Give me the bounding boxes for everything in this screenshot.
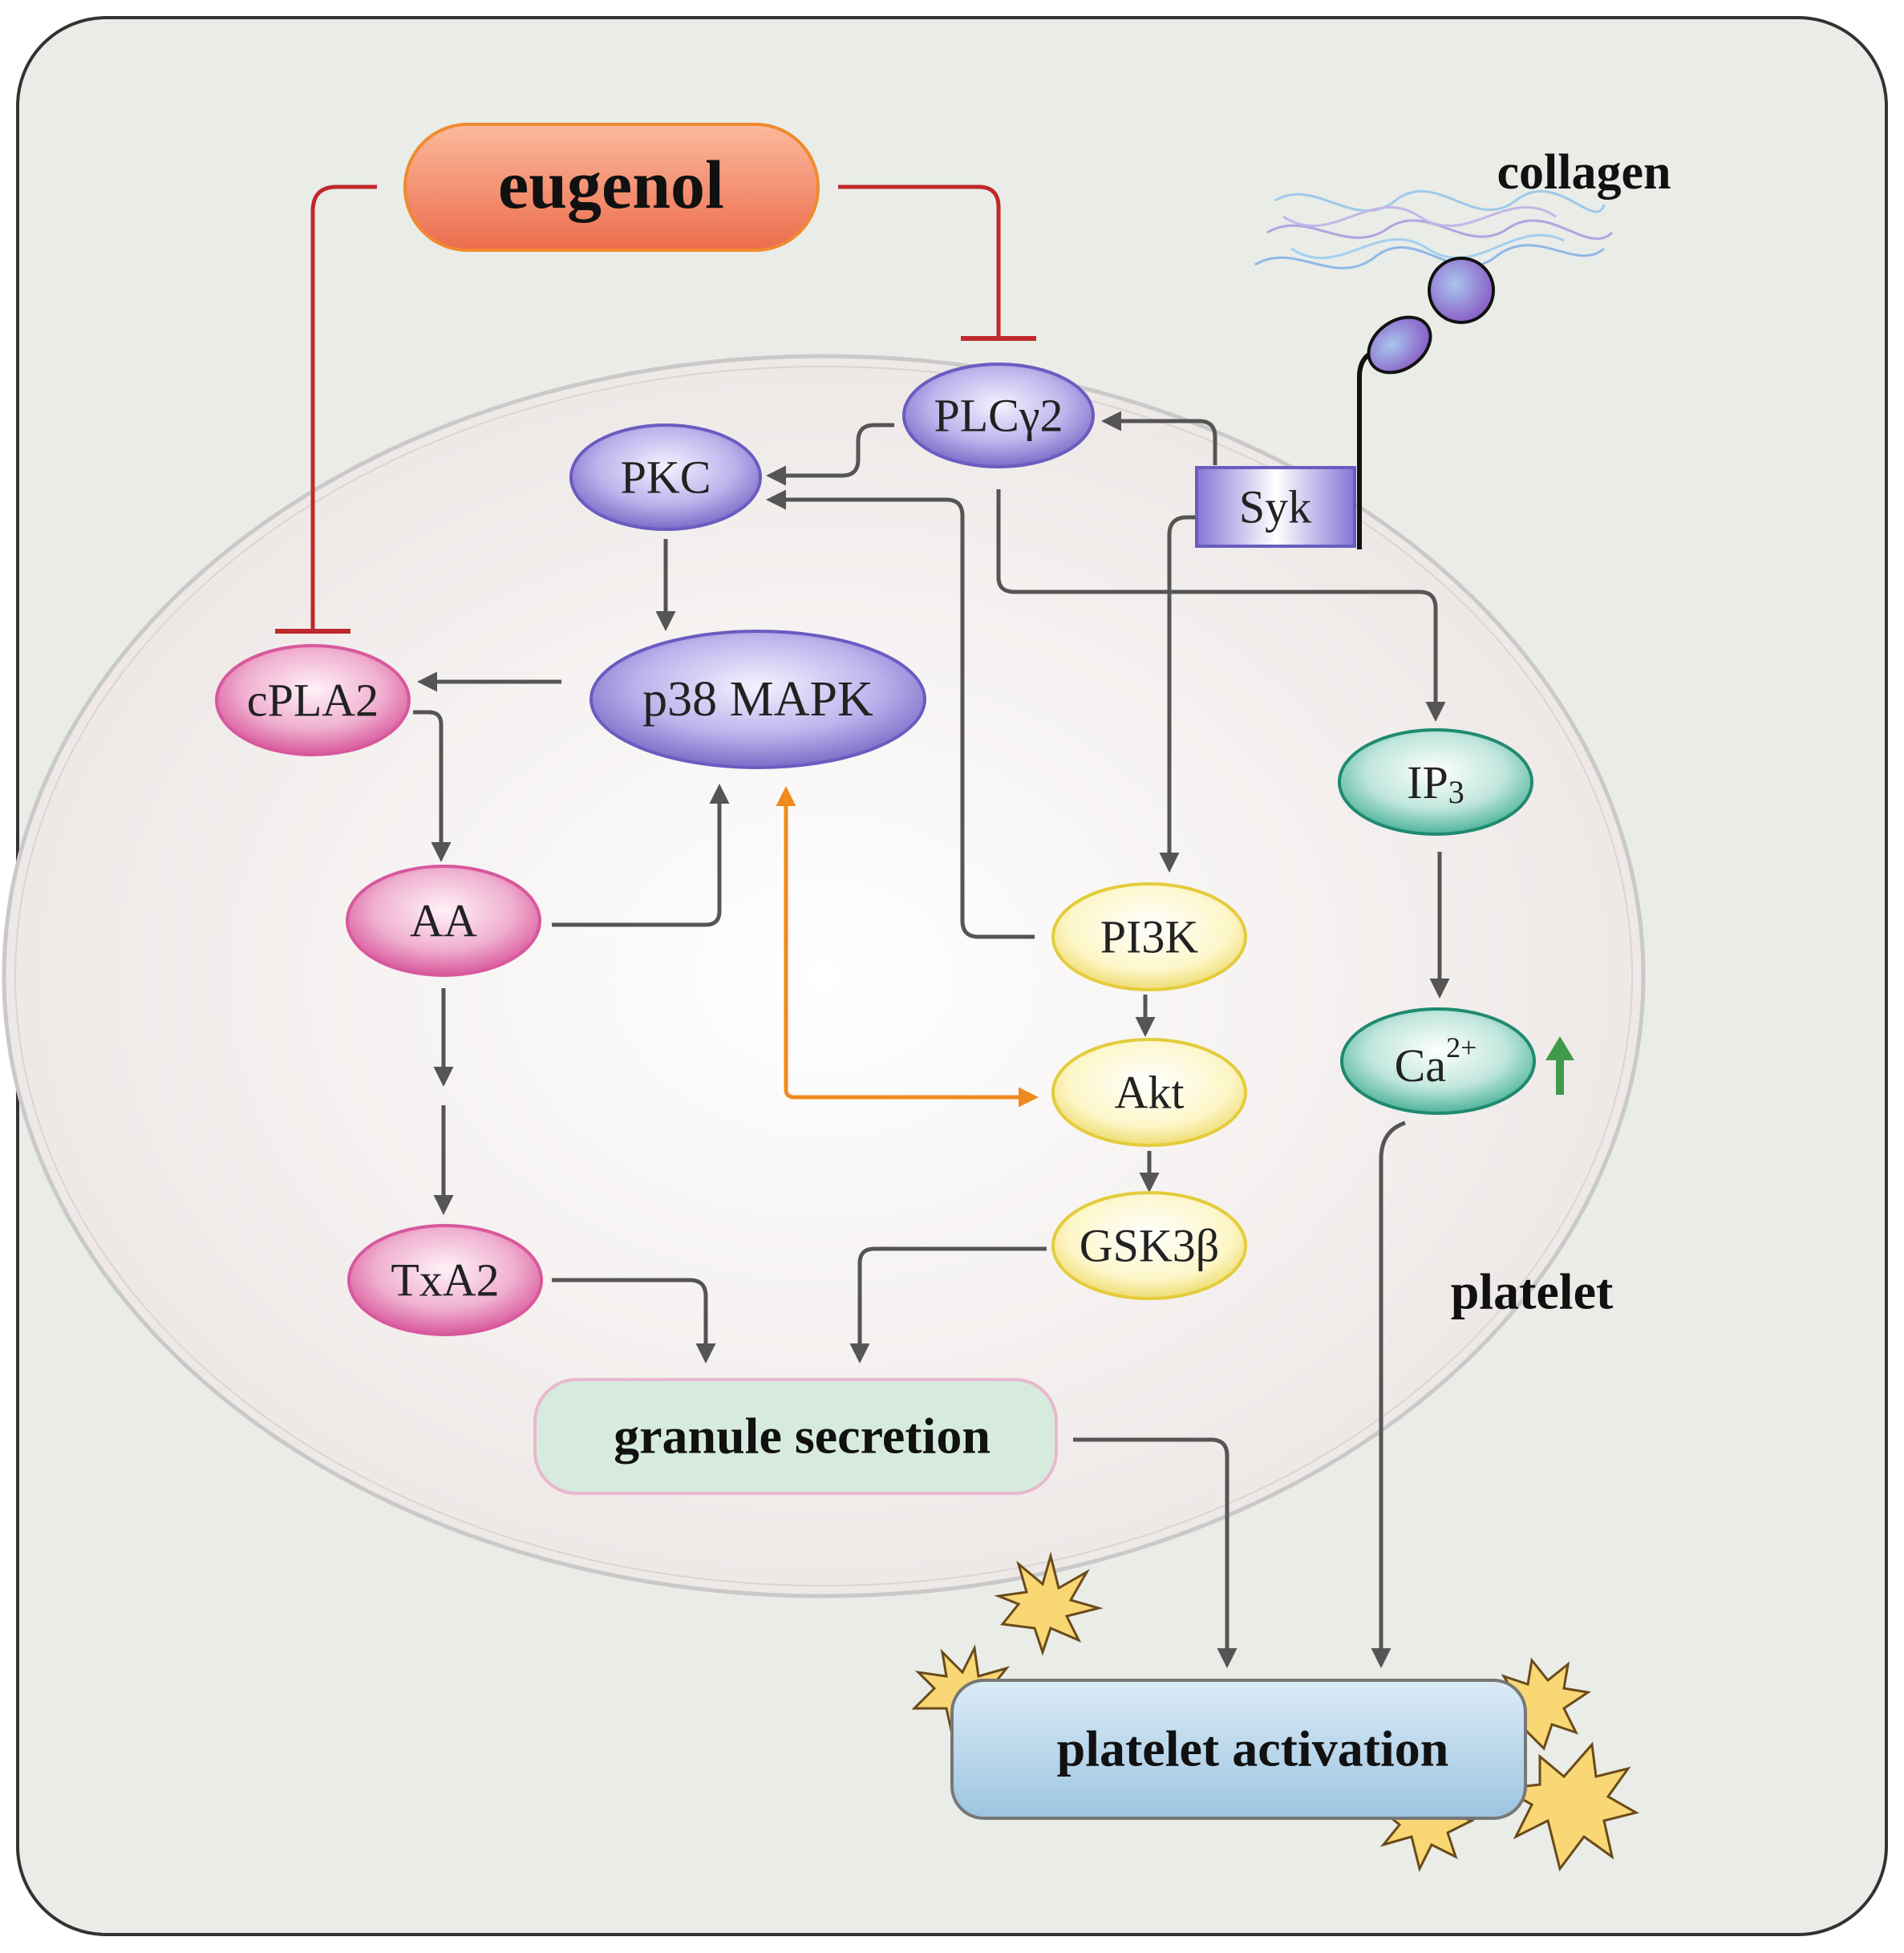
p38-mapk-label: p38 MAPK <box>642 672 873 727</box>
inhibit-plcg2-line <box>838 184 1001 337</box>
ca-node: Ca2+ <box>1340 1007 1536 1115</box>
arrow-aa-p38 <box>552 784 730 927</box>
pi3k-node: PI3K <box>1051 882 1247 991</box>
syk-label: Syk <box>1239 481 1311 533</box>
ip3-base: IP <box>1407 756 1448 808</box>
platelet-membrane-inner <box>14 366 1633 1586</box>
arrow-gsk3b-granule <box>849 1246 1047 1363</box>
ca-label: Ca2+ <box>1395 1031 1477 1092</box>
syk-node: Syk <box>1195 466 1356 548</box>
arrow-syk-pi3k <box>1159 515 1197 873</box>
connectors <box>275 184 1450 1668</box>
txa2-node: TxA2 <box>347 1224 543 1336</box>
eugenol-node: eugenol <box>403 123 820 252</box>
arrow-ca-activation <box>1371 1120 1406 1668</box>
arrow-plcg2-pkc <box>766 423 894 486</box>
pkc-label: PKC <box>621 452 711 504</box>
arrow-cpla2-aa <box>413 710 452 862</box>
granule-secretion-label: granule secretion <box>614 1408 990 1465</box>
platelet-activation-node: platelet activation <box>950 1679 1527 1820</box>
akt-node: Akt <box>1051 1038 1247 1147</box>
arrow-syk-plcg2 <box>1101 411 1217 465</box>
arrow-txa2-granule <box>552 1278 716 1363</box>
platelet-activation-label: platelet activation <box>1057 1720 1449 1777</box>
plcg2-label: PLCγ2 <box>934 390 1063 442</box>
txa2-label: TxA2 <box>391 1254 499 1307</box>
collagen-label: collagen <box>1497 145 1671 200</box>
ip3-node: IP3 <box>1338 728 1533 836</box>
plcg2-node: PLCγ2 <box>902 363 1095 468</box>
platelet-label: platelet <box>1451 1263 1614 1320</box>
collagen-fibers <box>1254 189 1614 269</box>
up-arrow-icon <box>1545 1036 1574 1095</box>
granule-secretion-node: granule secretion <box>533 1378 1058 1495</box>
cpla2-node: cPLA2 <box>215 644 411 756</box>
ca-superscript: 2+ <box>1446 1031 1477 1064</box>
arrow-p38-akt-bidirectional <box>776 786 1039 1108</box>
pkc-node: PKC <box>569 423 762 531</box>
inhibit-cpla2-line <box>310 184 377 630</box>
gsk3b-node: GSK3β <box>1051 1191 1247 1300</box>
ca-base: Ca <box>1395 1039 1446 1092</box>
aa-node: AA <box>346 865 541 977</box>
p38-mapk-node: p38 MAPK <box>589 630 926 769</box>
ip3-label: IP3 <box>1407 756 1464 810</box>
arrow-plcg2-ip3 <box>996 489 1446 722</box>
cpla2-label: cPLA2 <box>247 675 379 727</box>
arrow-granule-activation <box>1073 1437 1238 1668</box>
ip3-subscript: 3 <box>1448 774 1464 810</box>
collagen-receptor <box>1357 257 1495 549</box>
gsk3b-label: GSK3β <box>1080 1220 1220 1272</box>
activated-platelet-icon <box>994 1551 1104 1656</box>
aa-label: AA <box>410 895 477 947</box>
pi3k-label: PI3K <box>1100 911 1199 963</box>
eugenol-label: eugenol <box>498 146 724 223</box>
akt-label: Akt <box>1115 1067 1185 1119</box>
